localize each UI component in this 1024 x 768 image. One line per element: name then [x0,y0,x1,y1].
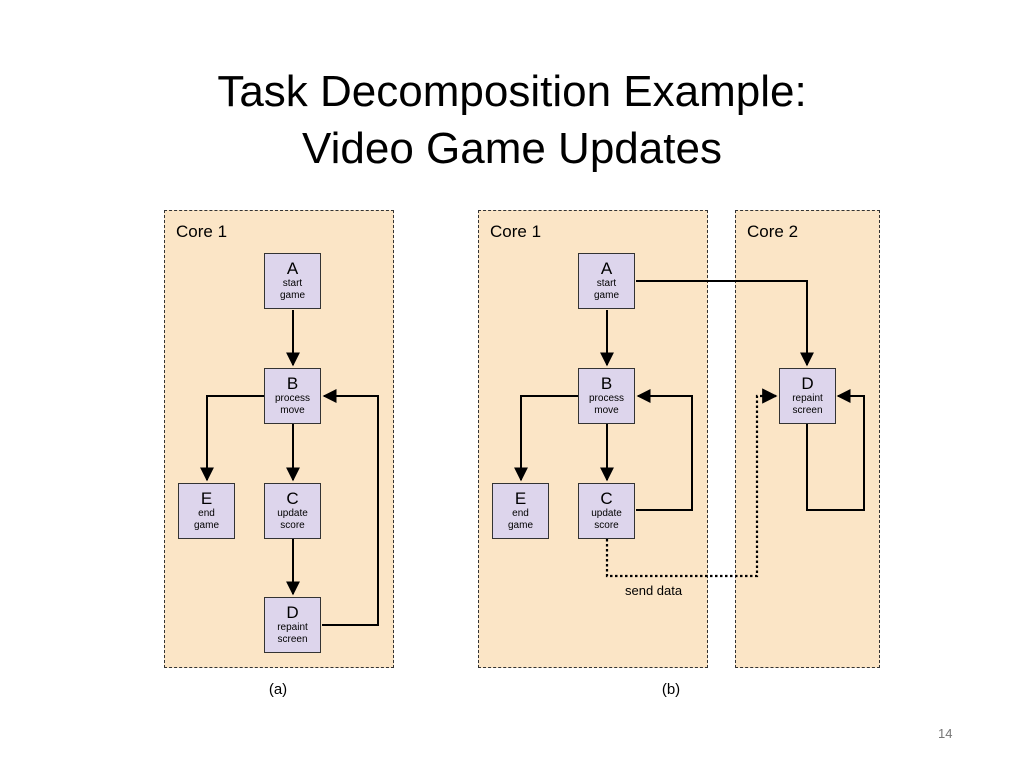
node-line-2: score [594,520,619,531]
title-line-1: Task Decomposition Example: [217,67,807,117]
panel-a-core-1: Core 1 [164,210,394,668]
node-a: A start game [578,253,635,309]
node-d: D repaint screen [264,597,321,653]
node-line-1: update [591,508,622,519]
node-d: D repaint screen [779,368,836,424]
node-letter: D [286,603,299,622]
node-line-1: repaint [792,393,823,404]
node-line-1: update [277,508,308,519]
node-line-2: score [280,520,305,531]
node-b: B process move [578,368,635,424]
node-line-1: process [588,393,624,404]
core-label: Core 1 [490,222,542,241]
caption-b: (b) [661,681,681,698]
node-line-2: move [280,405,305,416]
node-line-2: game [193,520,219,531]
node-line-2: game [593,290,619,301]
edge-b-to-e [514,395,578,482]
slide-title: Task Decomposition Example: Video Game U… [0,63,1024,177]
node-c: C update score [578,483,635,539]
page-number: 14 [938,726,953,741]
node-letter: E [514,489,527,508]
node-e: E end game [178,483,235,539]
node-line-1: repaint [277,622,308,633]
node-line-2: game [279,290,305,301]
node-line-1: process [274,393,310,404]
node-line-1: start [596,278,617,289]
edge-a-to-d-core2 [636,280,814,367]
edge-d-loop-core2 [806,389,865,511]
edge-d-loop-to-b [322,389,379,626]
node-b: B process move [264,368,321,424]
node-letter: D [801,374,814,393]
node-letter: A [600,259,613,278]
node-line-1: start [282,278,303,289]
node-letter: C [286,489,299,508]
send-data-label: send data [625,583,683,598]
title-line-2: Video Game Updates [302,124,722,174]
node-line-1: end [512,508,529,519]
node-letter: B [286,374,299,393]
core-label: Core 1 [176,222,228,241]
node-c: C update score [264,483,321,539]
node-letter: E [200,489,213,508]
node-e: E end game [492,483,549,539]
node-line-2: move [594,405,619,416]
node-letter: C [600,489,613,508]
node-a: A start game [264,253,321,309]
node-line-1: end [198,508,215,519]
edge-b-to-e [200,395,264,482]
core-label: Core 2 [747,222,799,241]
node-line-2: screen [792,405,823,416]
edge-send-data [605,388,778,578]
node-line-2: game [507,520,533,531]
node-letter: B [600,374,613,393]
edge-c-loop-to-b [636,389,693,511]
node-line-2: screen [277,634,308,645]
caption-a: (a) [268,681,288,698]
node-letter: A [286,259,299,278]
